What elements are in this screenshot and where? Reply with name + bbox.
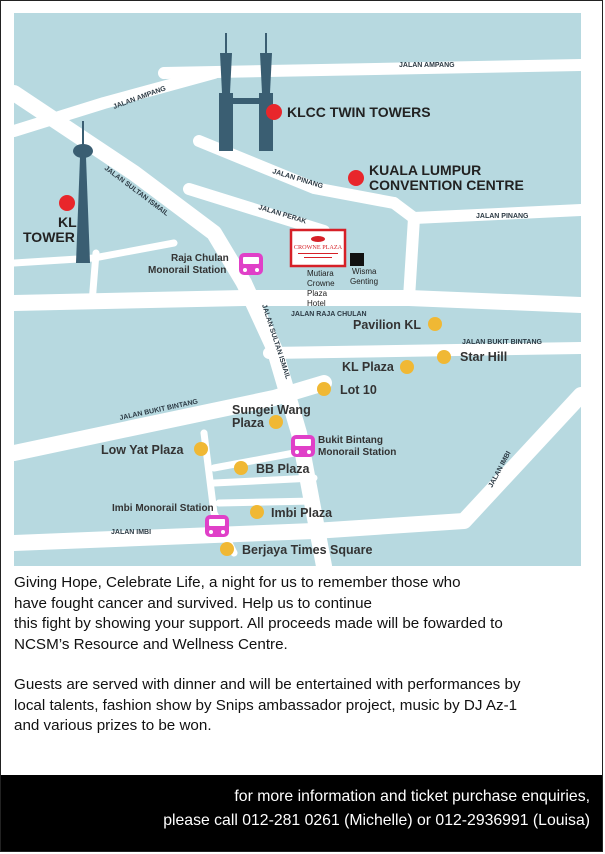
road-jalan-bukit-bintang-right — [263, 342, 581, 359]
raja-chulan-monorail-icon — [239, 253, 263, 275]
berjaya-marker-icon — [220, 542, 234, 556]
bukit-bintang-monorail-icon — [291, 435, 315, 457]
convention-centre-marker-icon — [348, 170, 364, 186]
hotel-label-4: Hotel — [307, 299, 326, 308]
sungei-wang-marker-icon — [269, 415, 283, 429]
road-jalan-imbi — [14, 387, 581, 551]
hotel-label-2: Crowne — [307, 279, 335, 288]
label-jalan-imbi-left: JALAN IMBI — [111, 529, 151, 536]
p2-line-2: local talents, fashion show by Snips amb… — [14, 696, 518, 714]
label-bukit-bintang-1: Bukit Bintang — [318, 435, 383, 446]
lot10-marker-icon — [317, 382, 331, 396]
imbi-monorail-icon — [205, 515, 229, 537]
road-minor-2 — [210, 474, 318, 487]
label-kl-tower-line2: TOWER — [23, 229, 75, 245]
p1-line-1: Giving Hope, Celebrate Life, a night for… — [14, 574, 461, 591]
label-imbi-station: Imbi Monorail Station — [112, 503, 214, 514]
event-description: Giving Hope, Celebrate Life, a night for… — [14, 573, 589, 737]
kl-tower-marker-icon — [59, 195, 75, 211]
label-kl-plaza: KL Plaza — [342, 360, 395, 374]
label-jalan-pinang-right: JALAN PINANG — [476, 213, 529, 220]
wisma-genting-marker-icon — [350, 253, 364, 266]
label-sungei-wang-1: Sungei Wang — [232, 403, 311, 417]
label-star-hill: Star Hill — [460, 350, 507, 364]
p1-line-2: have fought cancer and survived. Help us… — [14, 594, 372, 612]
star-hill-marker-icon — [437, 350, 451, 364]
location-map: JALAN AMPANG JALAN AMPANG JALAN SULTAN I… — [14, 13, 581, 566]
road-jalan-ampang-top — [158, 59, 581, 79]
p2-line-3: and various prizes to be won. — [14, 717, 212, 734]
label-berjaya: Berjaya Times Square — [242, 543, 372, 557]
klcc-marker-icon — [266, 104, 282, 120]
crowne-plaza-logo: CROWNE PLAZA — [289, 228, 347, 268]
label-raja-chulan-1: Raja Chulan — [171, 253, 229, 264]
label-jalan-raja-chulan: JALAN RAJA CHULAN — [291, 311, 367, 318]
footer-line-1: for more information and ticket purchase… — [234, 788, 590, 805]
label-convention-line2: CONVENTION CENTRE — [369, 177, 524, 193]
hotel-label-1: Mutiara — [307, 269, 334, 278]
road-jalan-bukit-bintang-left — [14, 375, 332, 461]
label-sungei-wang-2: Plaza — [232, 416, 265, 430]
kl-plaza-marker-icon — [400, 360, 414, 374]
footer-line-2: please call 012-281 0261 (Michelle) or 0… — [163, 812, 590, 829]
label-pavilion: Pavilion KL — [353, 318, 421, 332]
wisma-label-1: Wisma — [352, 267, 377, 276]
label-kl-tower-line1: KL — [58, 214, 77, 230]
road-minor-4 — [210, 449, 298, 472]
label-convention-line1: KUALA LUMPUR — [369, 162, 481, 178]
description-paragraph-2: Guests are served with dinner and will b… — [14, 675, 589, 737]
label-low-yat: Low Yat Plaza — [101, 443, 184, 457]
label-jalan-bukit-bintang-right: JALAN BUKIT BINTANG — [462, 339, 543, 346]
bb-plaza-marker-icon — [234, 461, 248, 475]
contact-footer: for more information and ticket purchase… — [1, 775, 602, 851]
p1-line-4: NCSM’s Resource and Wellness Centre. — [14, 635, 288, 653]
label-raja-chulan-2: Monorail Station — [148, 265, 226, 276]
label-klcc: KLCC TWIN TOWERS — [287, 104, 431, 120]
road-network — [14, 59, 581, 566]
road-minor-1 — [200, 429, 238, 557]
road-left-minor — [14, 239, 178, 267]
label-bukit-bintang-2: Monorail Station — [318, 447, 396, 458]
p2-line-1: Guests are served with dinner and will b… — [14, 676, 521, 693]
road-jalan-perak — [183, 183, 330, 237]
kl-tower-icon — [73, 121, 93, 263]
label-lot10: Lot 10 — [340, 383, 377, 397]
label-jalan-ampang-top: JALAN AMPANG — [399, 62, 455, 69]
description-paragraph-1: Giving Hope, Celebrate Life, a night for… — [14, 573, 589, 655]
low-yat-marker-icon — [194, 442, 208, 456]
label-bb-plaza: BB Plaza — [256, 462, 311, 476]
road-right-link — [403, 212, 420, 304]
imbi-plaza-marker-icon — [250, 505, 264, 519]
p1-line-3: this fight by showing your support. All … — [14, 615, 503, 632]
road-jalan-raja-chulan — [14, 290, 581, 313]
wisma-label-2: Genting — [350, 277, 378, 286]
pavilion-marker-icon — [428, 317, 442, 331]
label-imbi-plaza: Imbi Plaza — [271, 506, 333, 520]
road-minor-3 — [215, 497, 318, 507]
hotel-label-3: Plaza — [307, 289, 328, 298]
hotel-logo-text: CROWNE PLAZA — [294, 244, 343, 251]
road-jalan-pinang — [193, 135, 400, 209]
road-jalan-sultan-ismail-top — [14, 85, 252, 291]
road-left-link — [88, 249, 100, 307]
